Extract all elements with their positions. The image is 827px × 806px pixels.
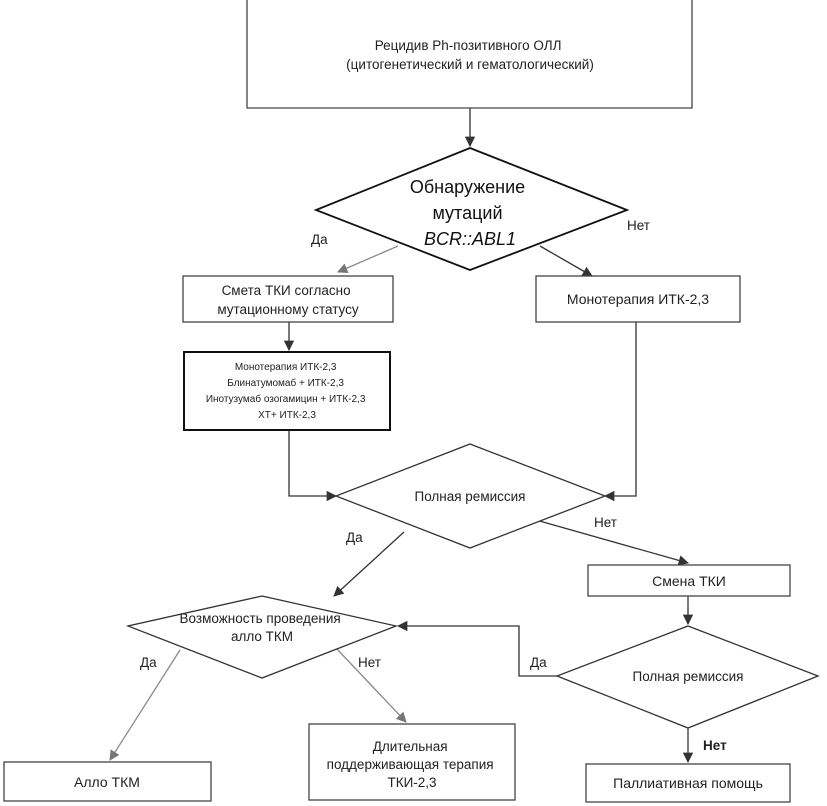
allo-diamond: [125, 595, 399, 679]
node-palliative: Паллиативная помощь: [585, 763, 791, 803]
label-allo-no: Нет: [358, 655, 381, 670]
edge-allo-no: [335, 647, 407, 723]
svg-text:Рецидив Ph-позитивного ОЛЛ: Рецидив Ph-позитивного ОЛЛ (цитогенетиче…: [346, 38, 594, 72]
label-mutation-yes: Да: [311, 232, 328, 247]
relapse-line-2: (цитогенетический и гематологический): [346, 57, 594, 72]
edge-remission1-yes: [333, 531, 405, 597]
regimen-line-4: ХТ+ ИТК-2,3: [258, 410, 316, 421]
tki-switch-line-2: мутационному статусу: [217, 302, 359, 317]
svg-text:Алло ТКМ: Алло ТКМ: [74, 774, 140, 790]
maintenance-line-2: поддерживающая терапия: [327, 757, 494, 772]
label-allo-yes: Да: [140, 655, 157, 670]
allo-line-1: Возможность проведения: [180, 611, 341, 626]
mutation-line-1: Обнаружение: [410, 177, 525, 197]
node-tki-switch: Смета ТКИ согласно мутационному статусу: [182, 275, 394, 323]
tki-switch-box: [182, 275, 394, 323]
change-tki-box: [587, 564, 791, 597]
svg-text:Возможность проведения а: Возможность проведения алло ТКМ: [180, 611, 345, 644]
svg-text:Монотерапия ИТК-2,3 Блин: Монотерапия ИТК-2,3 Блинатумомаб + ИТК-2…: [206, 362, 368, 421]
label-mutation-no: Нет: [627, 218, 650, 233]
node-remission-2: Полная ремиссия: [555, 625, 820, 729]
node-maintenance: Длительная поддерживающая терапия ТКИ-2,…: [308, 723, 516, 801]
svg-text:Полная ремиссия: Полная ремиссия: [632, 669, 743, 684]
allo-tkm-box: [3, 761, 212, 802]
change-tki-label: Смена ТКИ: [652, 573, 726, 589]
mono-itk-box: [535, 275, 741, 323]
regimen-line-1: Монотерапия ИТК-2,3: [235, 362, 337, 373]
edge-labels: Да Нет Да Нет Да Нет Да Нет: [140, 218, 727, 753]
mutation-line-3: BCR::ABL1: [424, 229, 516, 249]
svg-text:Обнаружение мутаций: Обнаружение мутаций BCR::ABL1: [410, 177, 530, 249]
allo-line-2: алло ТКМ: [231, 629, 293, 644]
svg-text:Паллиативная помощь: Паллиативная помощь: [613, 775, 763, 791]
node-mono-itk-right: Монотерапия ИТК-2,3: [535, 275, 741, 323]
edge-mutation-no: [539, 245, 593, 277]
edges: [109, 108, 694, 764]
label-remission1-no: Нет: [594, 515, 617, 530]
node-mutation-detect: Обнаружение мутаций BCR::ABL1: [313, 147, 630, 271]
edge-mono-to-remission: [603, 322, 637, 502]
relapse-box: [246, 0, 693, 109]
regimen-line-3: Инотузумаб озогамицин + ИТК-2,3: [206, 393, 366, 405]
remission1-label: Полная ремиссия: [414, 489, 525, 504]
edge-remission1-no: [535, 519, 690, 566]
svg-text:Полная ремиссия: Полная ремиссия: [414, 489, 525, 504]
svg-text:Смета ТКИ согласно мутац: Смета ТКИ согласно мутационному статусу: [217, 283, 359, 317]
mono-itk-label: Монотерапия ИТК-2,3: [567, 291, 709, 307]
edge-remission2-yes: [396, 620, 557, 677]
regimen-line-2: Блинатумомаб + ИТК-2,3: [227, 377, 344, 389]
node-allo-tkm: Алло ТКМ: [3, 761, 212, 802]
regimens-box: [183, 351, 391, 431]
maintenance-line-1: Длительная: [373, 739, 448, 754]
svg-text:Монотерапия ИТК-2,3: Монотерапия ИТК-2,3: [567, 291, 709, 307]
remission1-diamond: [334, 443, 607, 549]
node-regimens: Монотерапия ИТК-2,3 Блинатумомаб + ИТК-2…: [183, 351, 391, 431]
edge-allo-yes: [109, 649, 181, 761]
tki-switch-line-1: Смета ТКИ согласно: [222, 283, 351, 298]
node-change-tki: Смена ТКИ: [587, 564, 791, 597]
label-remission2-yes: Да: [530, 655, 547, 670]
label-remission2-no: Нет: [703, 738, 727, 753]
palliative-box: [585, 763, 791, 803]
edge-regimens-to-remission: [288, 430, 338, 502]
remission2-diamond: [555, 625, 820, 729]
svg-text:Длительная поддерживающа: Длительная поддерживающая терапия ТКИ-2,…: [327, 739, 498, 790]
remission2-label: Полная ремиссия: [632, 669, 743, 684]
node-allo-possible: Возможность проведения алло ТКМ: [125, 595, 399, 679]
edge-mutation-yes: [337, 245, 399, 274]
mutation-line-2: мутаций: [432, 203, 502, 223]
node-remission-1: Полная ремиссия: [334, 443, 607, 549]
relapse-line-1: Рецидив Ph-позитивного ОЛЛ: [375, 38, 562, 53]
maintenance-box: [308, 723, 516, 801]
mutation-diamond: [313, 147, 630, 271]
allo-tkm-label: Алло ТКМ: [74, 774, 140, 790]
maintenance-line-3: ТКИ-2,3: [387, 775, 436, 790]
svg-text:Смена ТКИ: Смена ТКИ: [652, 573, 726, 589]
label-remission1-yes: Да: [346, 530, 363, 545]
palliative-label: Паллиативная помощь: [613, 775, 763, 791]
node-relapse: Рецидив Ph-позитивного ОЛЛ (цитогенетиче…: [246, 0, 693, 109]
